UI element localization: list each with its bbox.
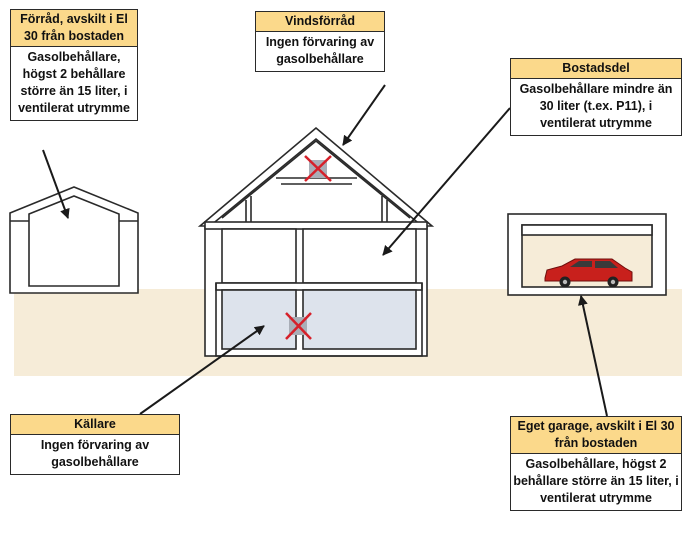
living-title: Bostadsdel [511,59,681,79]
attic-arrow [342,84,386,146]
living-text: Gasolbehållare mindre än 30 liter (t.ex.… [519,82,673,130]
garage-label: Eget garage, avskilt i El 30 från bostad… [510,416,682,511]
living-label: Bostadsdel Gasolbehållare mindre än 30 l… [510,58,682,136]
garage-text: Gasolbehållare, högst 2 behållare större… [513,457,679,505]
storage-label: Förråd, avskilt i El 30 från bostaden Ga… [10,9,138,121]
basement-label: Källare Ingen förvaring av gasolbehållar… [10,414,180,475]
attic-text: Ingen förvaring av gasolbehållare [265,35,375,66]
basement-title: Källare [11,415,179,435]
storage-title: Förråd, avskilt i El 30 från bostaden [11,10,137,47]
storage-arrow [42,149,70,219]
garage [507,213,667,296]
attic-label: Vindsförråd Ingen förvaring av gasolbehå… [255,11,385,72]
basement-arrow [139,325,265,415]
garage-title: Eget garage, avskilt i El 30 från bostad… [511,417,681,454]
car-icon [544,258,633,288]
basement-text: Ingen förvaring av gasolbehållare [40,438,150,469]
garage-arrow [578,295,608,417]
basement-forbidden-icon [285,312,312,340]
living-arrow [382,107,511,256]
attic-title: Vindsförråd [256,12,384,32]
storage-text: Gasolbehållare, högst 2 behållare större… [18,50,130,115]
storage-shed [9,186,139,294]
attic-forbidden-icon [304,155,332,182]
